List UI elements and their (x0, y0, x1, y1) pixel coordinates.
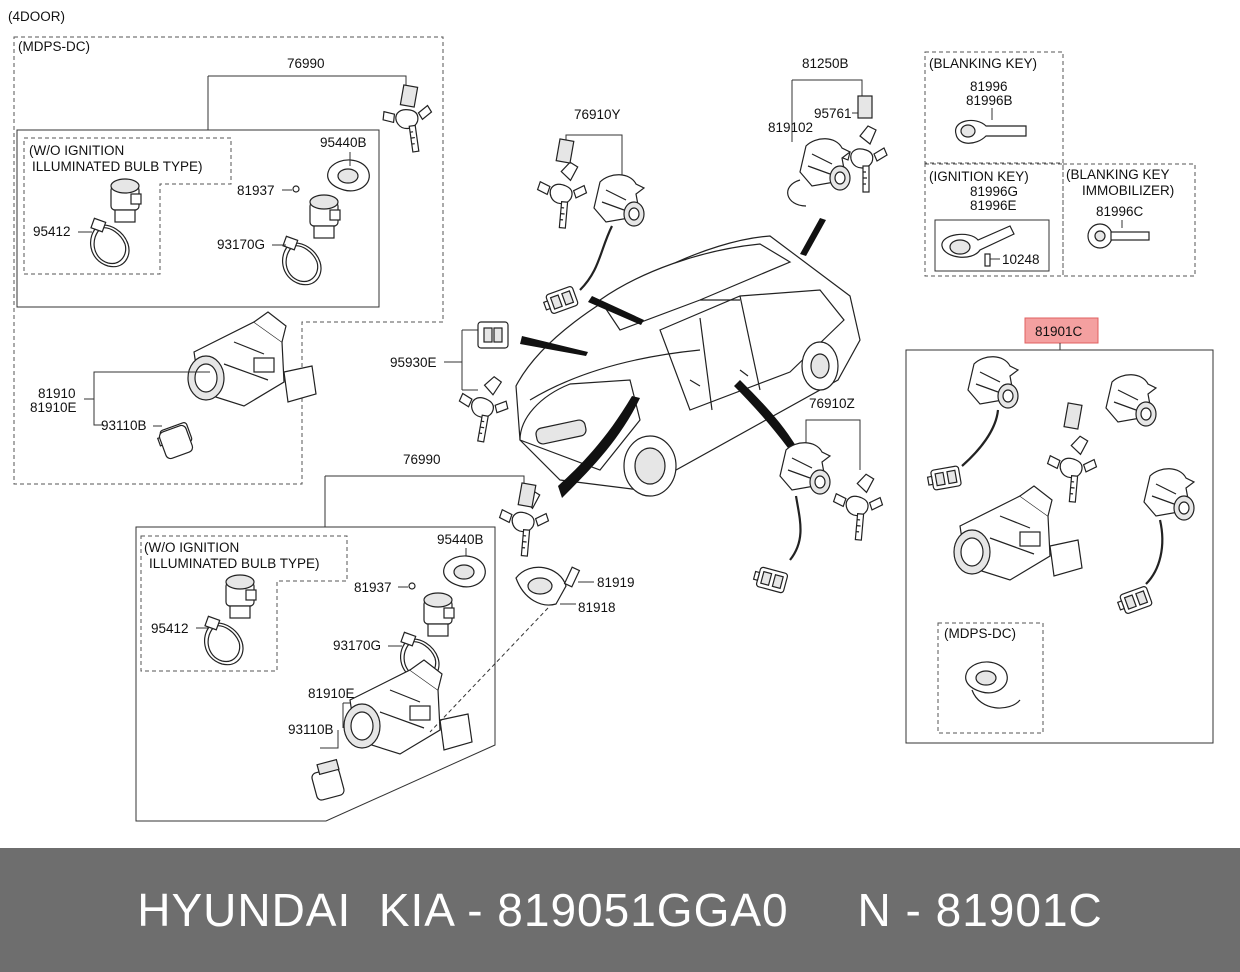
label-81919: 81919 (597, 575, 635, 590)
screw-icon (984, 253, 991, 267)
door-lock-cylinder-icon (779, 442, 831, 495)
illumination-ring-icon (327, 159, 370, 192)
ignition-key-icon (941, 225, 1015, 258)
blanking-key-icon (955, 119, 1027, 144)
group-mdps-dc-kit-title: (MDPS-DC) (944, 626, 1016, 641)
group-ignition-key-title: (IGNITION KEY) (929, 169, 1029, 184)
group-inner-bottom-border (135, 526, 496, 822)
label-93170g-bottom: 93170G (333, 638, 381, 653)
label-95761: 95761 (814, 106, 852, 121)
bolt-icon (563, 566, 581, 588)
door-lock-cylinder-icon (593, 174, 645, 227)
kit-81901c-border (905, 349, 1214, 744)
group-wo-ignition-bottom-border (140, 535, 348, 672)
screw-icon (408, 582, 416, 590)
label-93110b-bottom: 93110B (288, 722, 334, 737)
label-81910e-top: 81910E (30, 400, 77, 415)
mdps-ring-icon (965, 661, 1008, 694)
group-wo-ignition-top-title-1: (W/O IGNITION (29, 143, 124, 158)
group-mdps-dc-top-title: (MDPS-DC) (18, 39, 90, 54)
group-wo-ignition-bottom-title-1: (W/O IGNITION (144, 540, 239, 555)
variant-label: (4DOOR) (8, 9, 65, 24)
group-blanking-key-border (924, 51, 1064, 164)
immobilizer-key-icon (1087, 223, 1150, 249)
ignition-lock-body-icon (953, 485, 1083, 581)
group-ignition-key-border (924, 163, 1064, 277)
label-81937-bottom: 81937 (354, 580, 392, 595)
lock-cylinder-icon (423, 592, 455, 637)
ignition-lock-body-icon (187, 311, 317, 407)
label-81996b: 81996B (966, 93, 1013, 108)
label-81901c: 81901C (1035, 324, 1083, 339)
key-icon (533, 159, 590, 231)
lock-cylinder-icon (309, 194, 341, 239)
group-blanking-key-immobilizer-title-1: (BLANKING KEY (1066, 167, 1170, 182)
label-95412-top: 95412 (33, 224, 71, 239)
label-81250b: 81250B (802, 56, 849, 71)
parts-diagram: (4DOOR) (MDPS-DC) 76990 (W/O IGNITION IL… (8, 9, 1214, 822)
label-81910: 81910 (38, 386, 76, 401)
label-81901c-highlight (1024, 317, 1099, 344)
bulb-harness-icon (281, 235, 322, 286)
label-819102: 819102 (768, 120, 813, 135)
label-76990-bottom: 76990 (403, 452, 441, 467)
label-93170g-top: 93170G (217, 237, 265, 252)
connector-icon (1115, 585, 1154, 617)
group-blanking-key-immobilizer-border (1062, 163, 1196, 277)
label-76910z: 76910Z (809, 396, 855, 411)
trunk-lock-cylinder-icon (1105, 374, 1157, 427)
group-inner-top-border (16, 129, 380, 308)
switch-icon (477, 321, 509, 349)
label-95930e: 95930E (390, 355, 437, 370)
label-95412-bottom: 95412 (151, 621, 189, 636)
screw-icon (292, 185, 300, 193)
illumination-ring-icon (443, 555, 486, 588)
connector-icon (751, 565, 789, 594)
label-81937-top: 81937 (237, 183, 275, 198)
bulb-harness-icon (89, 217, 130, 268)
footer-banner: HYUNDAI KIA - 819051GGA0 N - 81901C (0, 848, 1240, 972)
ignition-lock-body-icon (343, 659, 473, 755)
label-95440b-top: 95440B (320, 135, 367, 150)
label-81996c: 81996C (1096, 204, 1144, 219)
footer-part-number-text: HYUNDAI KIA - 819051GGA0 N - 81901C (137, 884, 1103, 936)
label-81996: 81996 (970, 79, 1008, 94)
label-76910y: 76910Y (574, 107, 621, 122)
label-81918: 81918 (578, 600, 616, 615)
group-mdps-dc-top-border (13, 36, 444, 485)
lock-cylinder-icon (225, 574, 257, 619)
key-icon (829, 471, 886, 543)
group-blanking-key-title: (BLANKING KEY) (929, 56, 1037, 71)
label-95440b-bottom: 95440B (437, 532, 484, 547)
key-tag-icon (399, 84, 419, 108)
label-81910e-bottom: 81910E (308, 686, 355, 701)
car-illustration (515, 235, 861, 497)
key-icon (1043, 433, 1100, 505)
trunk-lock-cylinder-icon (799, 138, 851, 191)
lock-cylinder-icon (110, 178, 142, 223)
label-81996e: 81996E (970, 198, 1017, 213)
group-blanking-key-immobilizer-title-2: IMMOBILIZER) (1082, 183, 1174, 198)
group-wo-ignition-top-title-2: ILLUMINATED BULB TYPE) (32, 159, 203, 174)
label-81996g: 81996G (970, 184, 1018, 199)
bulb-harness-icon (203, 615, 244, 666)
connector-icon (925, 465, 963, 492)
connector-icon (541, 285, 580, 317)
group-mdps-dc-kit-border (937, 622, 1044, 734)
door-lock-cylinder-icon (967, 356, 1019, 409)
label-76990-top: 76990 (287, 56, 325, 71)
label-93110b-top: 93110B (101, 418, 147, 433)
group-wo-ignition-top-border (23, 137, 232, 275)
mdps-bracket-icon (515, 566, 567, 606)
group-wo-ignition-bottom-title-2: ILLUMINATED BULB TYPE) (149, 556, 320, 571)
label-10248: 10248 (1002, 252, 1040, 267)
door-lock-cylinder-icon (1143, 468, 1195, 521)
